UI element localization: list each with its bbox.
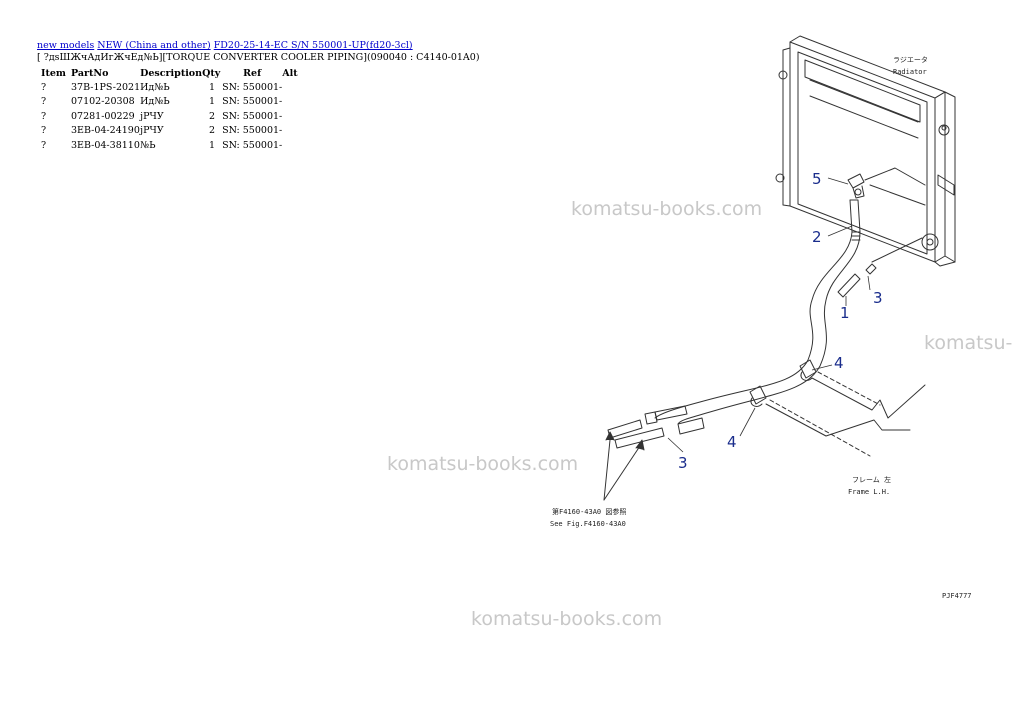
cell-qty: 2	[209, 110, 216, 122]
cell-ref: SN: 550001-	[222, 96, 283, 108]
callout-2: 2	[812, 228, 822, 246]
col-header-ref: Ref	[243, 67, 262, 79]
table-header-row: Item PartNo Description Qty Ref Alt	[37, 66, 312, 80]
cell-qty: 2	[209, 125, 216, 137]
cell-partno: 37B-1PS-2021	[71, 81, 141, 93]
fittings-drawing	[607, 405, 705, 449]
cell-partno: 07281-00229	[71, 110, 135, 122]
watermark: komatsu-books.com	[387, 453, 579, 475]
frame-label-jp: フレーム 左	[852, 475, 891, 484]
callout-4: 4	[834, 354, 844, 372]
col-header-description: Description	[140, 67, 203, 79]
cell-alt	[282, 124, 312, 139]
see-fig-label-en: See Fig.F4160-43A0	[550, 520, 626, 528]
cell-alt	[282, 95, 312, 110]
table-row: ? 07281-00229 јРЧУ 2 SN: 550001-	[37, 109, 312, 124]
cell-partno: 3EB-04-38110	[71, 139, 140, 151]
cell-ref: SN: 550001-	[222, 110, 283, 122]
cell-partno: 3EB-04-24190	[71, 125, 140, 137]
cell-partno: 07102-20308	[71, 96, 135, 108]
radiator-drawing	[775, 35, 956, 267]
bracket-drawing	[749, 359, 817, 407]
breadcrumb-link-new-china[interactable]: NEW (China and other)	[97, 40, 211, 51]
cell-description: јРЧУ	[140, 110, 164, 122]
cell-description: Ид№Ь	[140, 96, 170, 108]
cell-description: јРЧУ	[140, 125, 164, 137]
watermark: komatsu-	[924, 332, 1013, 354]
cell-description: Ид№Ь	[140, 81, 170, 93]
cell-qty: 1	[209, 81, 216, 93]
callout-3: 3	[873, 289, 883, 307]
cell-qty: 1	[209, 96, 216, 108]
table-row: ? 37B-1PS-2021 Ид№Ь 1 SN: 550001-	[37, 80, 312, 95]
cell-ref: SN: 550001-	[222, 125, 283, 137]
col-header-partno: PartNo	[71, 67, 109, 79]
elbow-drawing	[847, 173, 865, 199]
cell-alt	[282, 80, 312, 95]
callout-1: 1	[840, 304, 850, 322]
frame-drawing	[765, 377, 926, 437]
table-row: ? 3EB-04-24190 јРЧУ 2 SN: 550001-	[37, 124, 312, 139]
parts-table: Item PartNo Description Qty Ref Alt ? 37…	[37, 66, 312, 153]
cell-alt	[282, 109, 312, 124]
clamp-drawing	[837, 237, 923, 298]
watermark: komatsu-books.com	[471, 608, 663, 630]
radiator-label-jp: ラジエータ	[893, 55, 928, 64]
breadcrumb-link-model[interactable]: FD20-25-14-EC S/N 550001-UP(fd20-3cl)	[213, 40, 413, 51]
see-fig-label-jp: 第F4160-43A0 図参照	[552, 507, 626, 516]
callout-5: 5	[812, 170, 822, 188]
hose-drawing	[654, 199, 861, 425]
cell-alt	[282, 138, 312, 153]
radiator-label-en: Radiator	[893, 68, 927, 76]
table-row: ? 3EB-04-38110 №Ь 1 SN: 550001-	[37, 138, 312, 153]
cell-item: ?	[41, 81, 47, 93]
callout-3b: 3	[678, 454, 688, 472]
cell-description: №Ь	[140, 139, 156, 151]
cell-qty: 1	[209, 139, 216, 151]
cell-item: ?	[41, 139, 47, 151]
cell-ref: SN: 550001-	[222, 81, 283, 93]
frame-label-en: Frame L.H.	[848, 488, 890, 496]
col-header-qty: Qty	[202, 67, 221, 79]
callout-4b: 4	[727, 433, 737, 451]
breadcrumb: new models NEW (China and other) FD20-25…	[37, 40, 413, 52]
col-header-alt: Alt	[282, 67, 298, 79]
cell-item: ?	[41, 96, 47, 108]
cell-item: ?	[41, 125, 47, 137]
cell-item: ?	[41, 110, 47, 122]
breadcrumb-link-new-models[interactable]: new models	[37, 40, 95, 51]
col-header-item: Item	[41, 67, 66, 79]
table-row: ? 07102-20308 Ид№Ь 1 SN: 550001-	[37, 95, 312, 110]
drawing-code: PJF4777	[942, 592, 972, 600]
watermark: komatsu-books.com	[571, 198, 763, 220]
cell-ref: SN: 550001-	[222, 139, 283, 151]
page-subtitle: [ ?дsШЖчАдИгЖчЕд№Ь][TORQUE CONVERTER COO…	[37, 52, 480, 63]
parts-diagram: 5 2 3 1 4 4 3 ラジエータ Radiator フレーム 左 Fram…	[550, 35, 972, 600]
